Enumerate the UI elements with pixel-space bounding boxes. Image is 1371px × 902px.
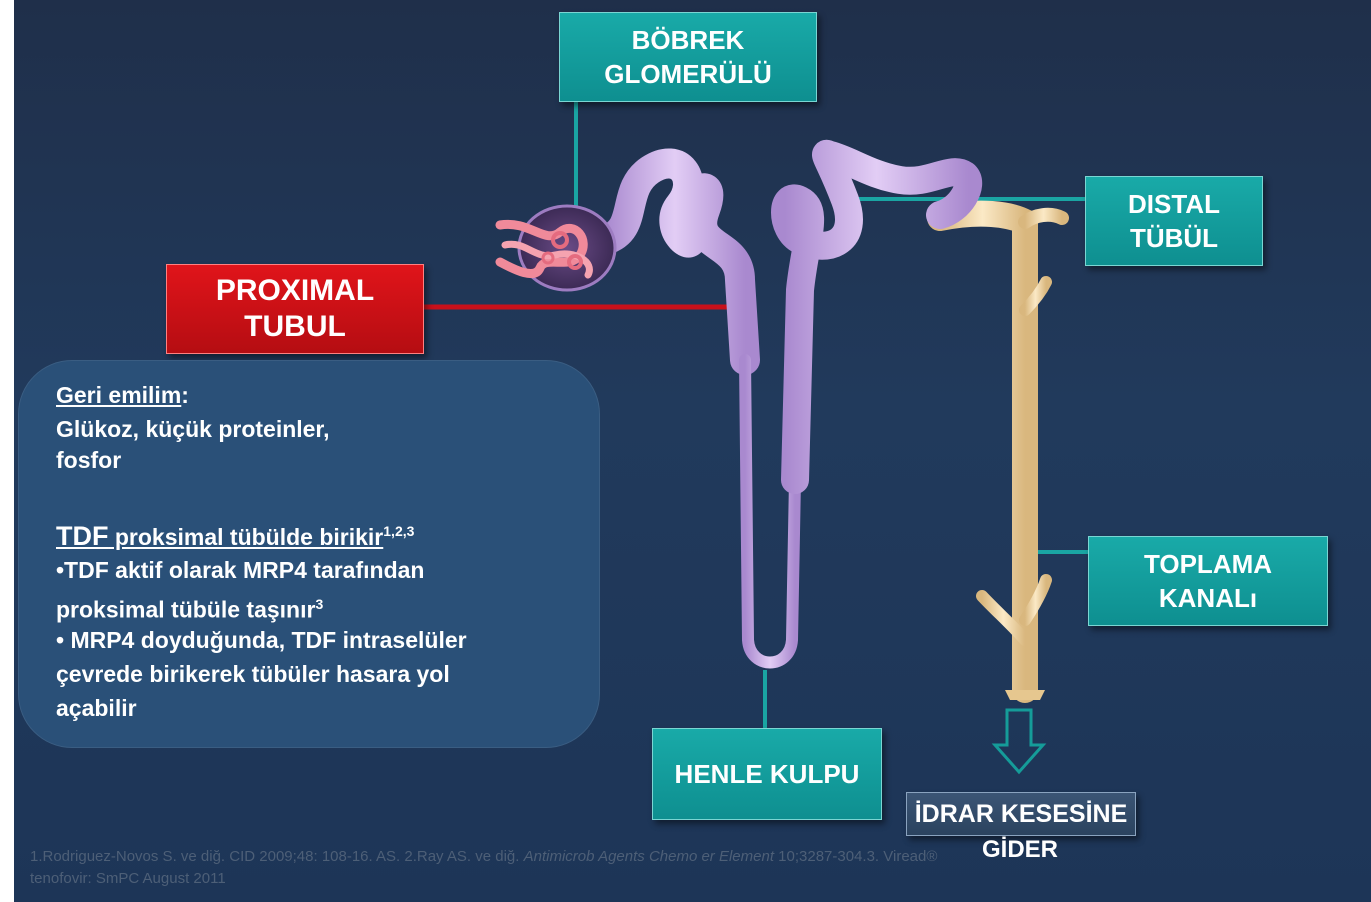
bullet1-line2: proksimal tübüle taşınır3 (56, 589, 323, 626)
henle-loop-label: HENLE KULPU (652, 728, 882, 820)
tdf-heading-rest: proksimal tübülde birikir (108, 524, 383, 550)
proximal-tubule-label: PROXIMAL TUBUL (166, 264, 424, 354)
down-arrow-icon (995, 710, 1043, 772)
references-footnote: 1.Rodriguez-Novos S. ve diğ. CID 2009;48… (30, 846, 1340, 890)
distal-tubule-label-text: DISTAL TÜBÜL (1128, 187, 1220, 255)
proximal-tubule-label-text: PROXIMAL TUBUL (216, 273, 374, 345)
nephron-tubule (605, 154, 968, 663)
bullet1-line1: •TDF aktif olarak MRP4 tarafından (56, 555, 424, 586)
tdf-heading-main: TDF proksimal tübülde birikir (56, 524, 383, 550)
info-panel: Geri emilim: Glükoz, küçük proteinler, f… (18, 360, 600, 748)
footnote-part1: 1.Rodriguez-Novos S. ve diğ. CID 2009;48… (30, 848, 524, 865)
bullet1-ref: 3 (315, 596, 323, 612)
reabsorption-heading-text: Geri emilim (56, 382, 181, 408)
glomerulus-label-text: BÖBREK GLOMERÜLÜ (604, 23, 772, 91)
bullet2-line1: • MRP4 doyduğunda, TDF intraselüler (56, 625, 467, 656)
glomerulus-label: BÖBREK GLOMERÜLÜ (559, 12, 817, 102)
tdf-heading-refs: 1,2,3 (383, 523, 414, 539)
tdf-abbr: TDF (56, 521, 108, 551)
collecting-duct-label-text: TOPLAMA KANALı (1144, 547, 1272, 615)
reabsorption-line2: fosfor (56, 445, 121, 476)
collecting-duct (940, 214, 1062, 700)
footnote-line2: tenofovir: SmPC August 2011 (30, 870, 226, 887)
reabsorption-line1: Glükoz, küçük proteinler, (56, 414, 330, 445)
reabsorption-heading: Geri emilim: (56, 380, 189, 411)
tdf-heading: TDF proksimal tübülde birikir1,2,3 (56, 516, 414, 553)
bladder-label: İDRAR KESESİNE (906, 792, 1136, 836)
henle-loop-label-text: HENLE KULPU (675, 757, 860, 791)
glomerulus-illustration (500, 206, 615, 290)
bullet1-line2-text: proksimal tübüle taşınır (56, 597, 315, 623)
footnote-journal: Antimicrob Agents Chemo er Element (524, 848, 774, 865)
bullet2-line3: açabilir (56, 693, 137, 724)
collecting-duct-label: TOPLAMA KANALı (1088, 536, 1328, 626)
bullet2-line2: çevrede birikerek tübüler hasara yol (56, 659, 450, 690)
reabsorption-heading-colon: : (181, 382, 189, 408)
footnote-part2: 10;3287-304.3. Viread® (774, 848, 937, 865)
bladder-label-line1: İDRAR KESESİNE (915, 797, 1128, 831)
distal-tubule-label: DISTAL TÜBÜL (1085, 176, 1263, 266)
